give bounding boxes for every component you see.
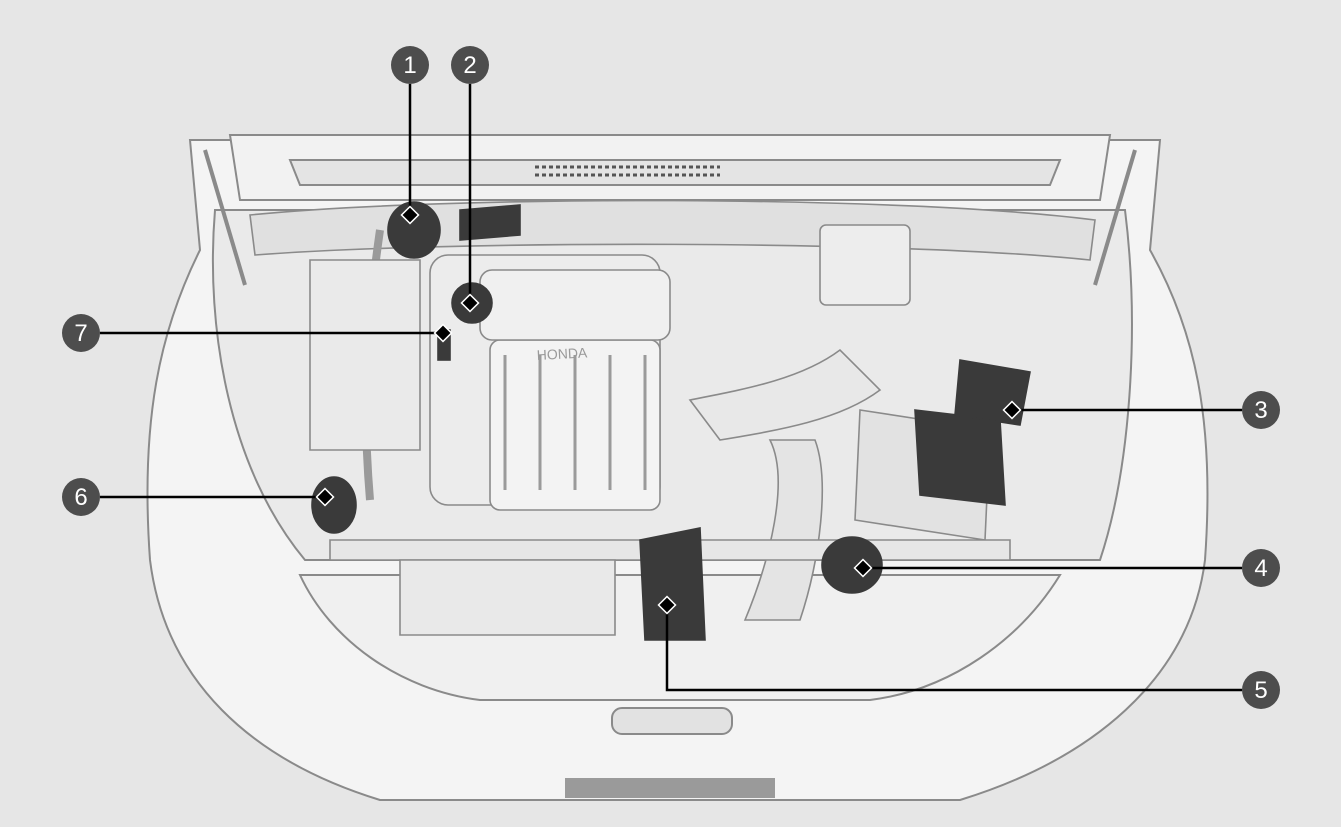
marker-3: [1002, 400, 1022, 420]
callout-label-1: 1: [403, 52, 416, 79]
callout-label-5: 5: [1254, 677, 1267, 704]
callout-label-2: 2: [463, 52, 476, 79]
leader-markers: [315, 205, 1022, 615]
leader-lines: [100, 84, 1242, 692]
marker-5: [657, 595, 677, 615]
marker-7: [433, 323, 453, 343]
callout-badge-4: 4: [1242, 549, 1280, 587]
engine-cover-brand: HONDA: [536, 344, 588, 363]
callout-badge-7: 7: [62, 314, 100, 352]
callout-badges: 1 2 3 4 5 6 7: [62, 46, 1280, 709]
callout-label-6: 6: [74, 484, 87, 511]
callout-badge-5: 5: [1242, 671, 1280, 709]
marker-2: [460, 293, 480, 313]
engine-components: [249, 199, 1096, 641]
raised-hood: [228, 134, 1112, 201]
callout-badge-6: 6: [62, 478, 100, 516]
callout-label-4: 4: [1254, 555, 1267, 582]
callout-label-7: 7: [74, 320, 87, 347]
callout-badge-2: 2: [451, 46, 489, 84]
callout-badge-3: 3: [1242, 391, 1280, 429]
marker-4: [853, 558, 873, 578]
callout-badge-1: 1: [391, 46, 429, 84]
hood-struts: [203, 149, 1137, 286]
marker-1: [400, 205, 420, 225]
leader-line-5: [665, 605, 1242, 692]
callout-label-3: 3: [1254, 397, 1267, 424]
marker-6: [315, 487, 335, 507]
